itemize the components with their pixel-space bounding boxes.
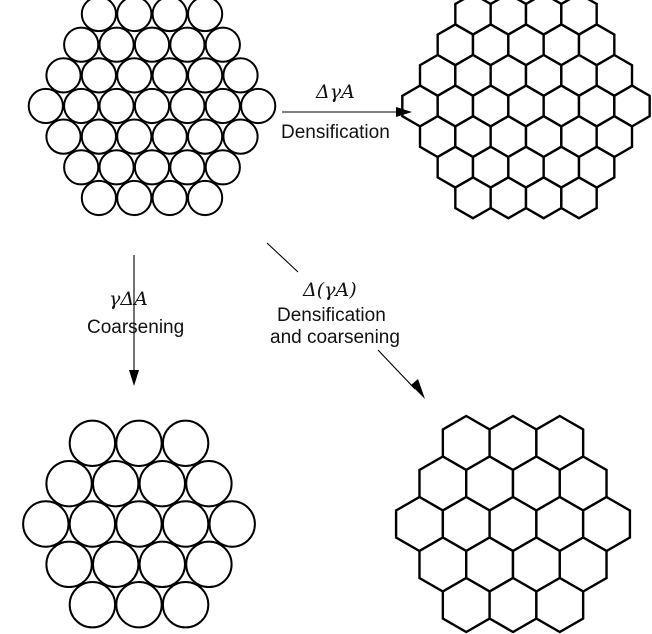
particle-circle <box>187 179 224 217</box>
grain-hexagon <box>488 576 538 634</box>
particle-circle <box>222 118 259 155</box>
grain-hexagon <box>535 576 585 634</box>
diagonal-arrow-shaft-lower <box>377 349 416 390</box>
particle-circle <box>116 0 153 33</box>
particle-circle <box>22 500 70 548</box>
particle-circle <box>185 540 233 589</box>
densification-coarsening-symbol: Δ(γA) <box>302 279 357 301</box>
particle-circle <box>222 57 259 94</box>
particle-circle <box>63 26 100 63</box>
particle-circle <box>115 581 163 629</box>
densification-arrow: ΔγA Densification <box>281 81 412 143</box>
particle-circle <box>98 149 135 186</box>
particle-circle <box>204 26 241 63</box>
particle-circle <box>116 57 153 94</box>
particle-circle <box>98 26 135 63</box>
particle-circle <box>98 87 135 125</box>
particle-circle <box>116 179 153 217</box>
particle-circle <box>45 459 93 508</box>
particle-circle <box>45 118 82 155</box>
particle-circle <box>204 87 241 125</box>
grain-hexagon <box>441 576 491 634</box>
particle-circle <box>116 118 153 155</box>
grain-hexagon <box>560 176 598 220</box>
particle-circle <box>68 419 117 467</box>
densification-symbol: ΔγA <box>315 81 355 103</box>
densification-coarsening-label-line1: Densification <box>277 305 386 326</box>
particle-circle <box>80 179 118 217</box>
particle-circle <box>169 26 206 63</box>
particle-circle <box>80 57 118 94</box>
particle-circle <box>68 581 117 629</box>
particle-circle <box>63 149 100 186</box>
particle-circle <box>63 87 100 125</box>
particle-circle <box>45 57 82 94</box>
coarsened-particles-cluster <box>22 419 256 629</box>
particle-circle <box>133 87 171 125</box>
densified-fine-grains-cluster <box>401 0 651 220</box>
particle-circle <box>115 500 163 548</box>
particle-circle <box>80 118 118 155</box>
particle-circle <box>151 57 188 94</box>
particle-circle <box>133 149 171 186</box>
particle-circle <box>45 540 93 589</box>
densification-coarsening-arrow: Δ(γA) Densification and coarsening <box>266 242 425 399</box>
grain-hexagon <box>489 176 528 220</box>
densification-coarsening-label-line2: and coarsening <box>270 327 400 348</box>
particle-circle <box>187 118 224 155</box>
particle-circle <box>133 26 171 63</box>
particle-circle <box>151 118 188 155</box>
particle-circle <box>187 57 224 94</box>
particle-circle <box>115 419 163 467</box>
particle-circle <box>151 179 188 217</box>
coarsening-arrow-head <box>129 370 139 386</box>
particle-circle <box>161 500 210 548</box>
densified-coarse-grains-cluster <box>394 414 632 634</box>
particle-circle <box>240 87 277 125</box>
particle-circle <box>138 459 187 508</box>
particle-circle <box>92 459 140 508</box>
particle-circle <box>151 0 188 33</box>
particle-circle <box>169 149 206 186</box>
densification-label: Densification <box>281 122 390 143</box>
diagonal-arrow-shaft-upper <box>266 242 299 273</box>
particle-circle <box>138 540 187 589</box>
grain-hexagon <box>454 176 492 220</box>
particle-circle <box>80 0 117 33</box>
grain-hexagon <box>524 176 563 220</box>
particle-circle <box>92 540 140 589</box>
particle-circle <box>204 149 241 186</box>
particle-circle <box>68 500 117 548</box>
coarsening-arrow: γΔA Coarsening <box>87 255 184 386</box>
densification-arrow-head <box>396 107 412 117</box>
particle-circle <box>27 87 64 125</box>
coarsening-label: Coarsening <box>87 317 184 338</box>
particle-circle <box>161 419 210 467</box>
particle-circle <box>185 459 233 508</box>
particle-circle <box>208 500 256 548</box>
diagonal-arrow-head <box>411 379 425 399</box>
particle-circle <box>161 581 210 629</box>
particle-circle <box>169 87 206 125</box>
fine-particles-cluster <box>27 0 277 217</box>
particle-circle <box>187 0 224 33</box>
coarsening-symbol: γΔA <box>109 288 148 310</box>
